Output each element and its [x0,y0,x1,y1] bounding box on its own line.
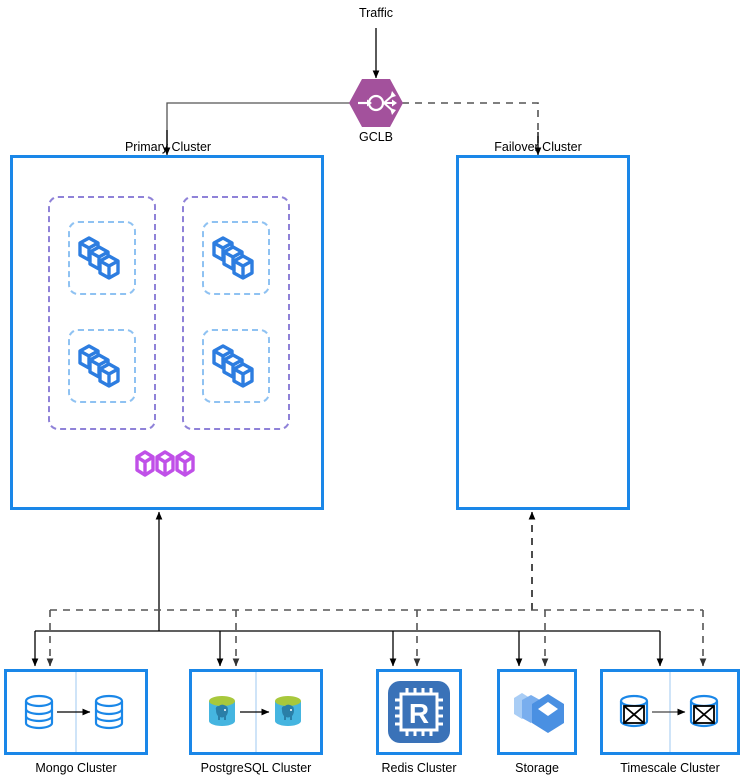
postgres-split-divider [255,672,257,752]
mongo-db-cylinder-icon [94,694,124,730]
load-balancer-hexagon-icon [349,79,403,127]
pod-hexagons-icon [135,450,195,477]
timescale-split-divider [669,672,671,752]
postgres-secondary-icon [272,694,304,730]
storage-caption: Storage [515,761,559,775]
postgres-primary-icon [206,694,238,730]
node-n3b-containers [210,339,262,393]
container-cubes-icon [78,236,120,280]
postgres-elephant-cylinder-icon [275,696,301,726]
redis-cluster-caption: Redis Cluster [381,761,457,775]
traffic-label: Traffic [358,6,394,20]
node-n3a-containers [210,231,262,285]
primary-cluster-box[interactable] [10,155,324,510]
mongo-cluster-caption: Mongo Cluster [35,761,117,775]
timescale-cluster-caption: Timescale Cluster [620,761,720,775]
container-cubes-icon [212,236,254,280]
zone-1-box[interactable] [48,196,156,430]
container-cubes-icon [78,344,120,388]
node-n1-containers [76,231,128,285]
redis-icon-holder: R [386,679,452,745]
node-n3b-box[interactable] [202,329,270,403]
redis-chip-icon: R [388,681,450,743]
mongo-split-divider [75,672,77,752]
storage-icon-holder [508,686,570,740]
timescale-secondary-icon [688,694,720,730]
svg-text:R: R [409,698,429,729]
timescale-primary-icon [618,694,650,730]
node-n2-containers [76,339,128,393]
gclb-label: GCLB [358,130,394,144]
zone-2-box[interactable] [182,196,290,430]
timescale-cylinder-icon [619,694,649,728]
primary-cluster-caption: Primary Cluster [124,140,212,154]
node-n1-box[interactable] [68,221,136,295]
container-cubes-icon [212,344,254,388]
postgres-elephant-cylinder-icon [209,696,235,726]
postgres-cluster-caption: PostgreSQL Cluster [200,761,312,775]
mongo-primary-icon [23,694,55,730]
failover-cluster-box[interactable] [456,155,630,510]
timescale-cylinder-icon [689,694,719,728]
cloud-storage-cube-icon [514,693,564,733]
node-n3a-box[interactable] [202,221,270,295]
connector-gclb-to-primary [166,102,350,152]
connector-gclb-to-failover [402,102,539,152]
gclb-icon[interactable] [348,78,404,128]
primary-cluster-pods [131,448,203,480]
mongo-secondary-icon [93,694,125,730]
node-n2-box[interactable] [68,329,136,403]
mongo-db-cylinder-icon [24,694,54,730]
